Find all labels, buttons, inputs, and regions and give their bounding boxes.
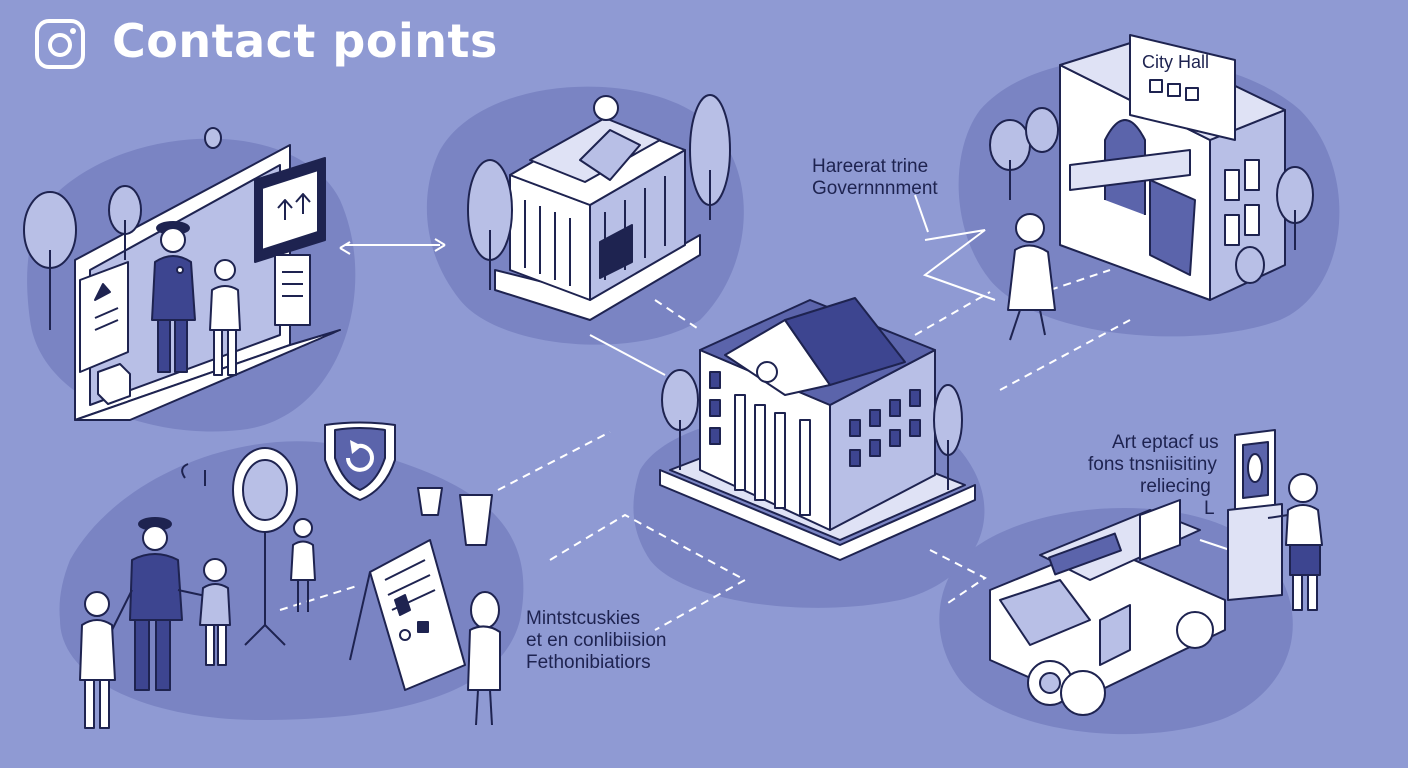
right-label-line4: L — [1204, 498, 1215, 519]
bottom-label-line3: Fethonibiatiors — [526, 652, 651, 673]
right-label-line3: reliecing — [1140, 476, 1211, 497]
trees-center — [467, 94, 731, 290]
bottom-label-line1: Mintstcuskies — [526, 608, 641, 629]
trees-right — [989, 107, 1314, 284]
trees-left — [23, 127, 222, 330]
government-label: Hareerat trine Governnnment — [812, 156, 938, 200]
page-title: Contact points — [112, 14, 498, 68]
bottom-label-line2: et en conlibiision — [526, 630, 667, 651]
trees-hub — [661, 369, 963, 490]
city-hall-sign: City Hall — [1142, 52, 1209, 72]
instagram-logo-icon — [35, 19, 85, 69]
vehicle-kiosk-scene — [989, 429, 1323, 716]
civic-hub-building — [659, 297, 976, 561]
government-label-line2: Governnnment — [812, 178, 938, 199]
government-building — [494, 95, 701, 321]
bottom-label: Mintstcuskies et en conlibiision Fethoni… — [526, 608, 666, 674]
right-label-line1: Art eptacf us — [1112, 432, 1219, 453]
right-label: Art eptacf us fons tnsniisitiny reliecin… — [1088, 432, 1219, 520]
right-label-line2: fons tnsniisitiny — [1088, 454, 1217, 475]
police-desk-scene — [74, 144, 341, 421]
government-label-line1: Hareerat trine — [812, 156, 929, 177]
outreach-scene — [79, 421, 501, 729]
city-hall-building: City Hall — [1007, 34, 1286, 341]
